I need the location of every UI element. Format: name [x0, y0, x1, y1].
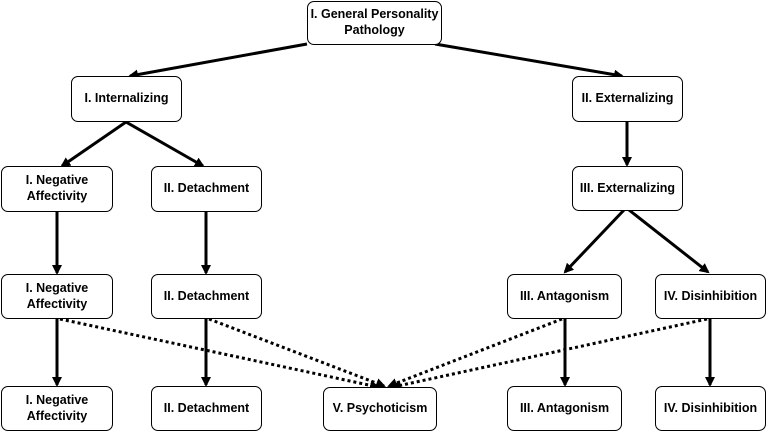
node-antagonism-level5: III. Antagonism	[507, 386, 622, 431]
node-externalizing-level3: III. Externalizing	[572, 166, 683, 211]
node-antagonism-level4: III. Antagonism	[507, 274, 622, 319]
node-negative-affectivity-level4: I. Negative Affectivity	[1, 274, 113, 319]
node-psychoticism-level5: V. Psychoticism	[323, 387, 437, 431]
node-detachment-level5: II. Detachment	[151, 386, 262, 431]
node-disinhibition-level5: IV. Disinhibition	[655, 386, 766, 431]
node-negative-affectivity-level3: I. Negative Affectivity	[1, 166, 113, 212]
node-label: I. Internalizing	[84, 91, 169, 106]
dotted-arrow-disinhibition-to-psychoticism	[391, 317, 708, 391]
node-label: I. Negative Affectivity	[25, 173, 89, 203]
node-detachment-level3: II. Detachment	[151, 166, 262, 212]
node-general-personality-pathology: I. General Personality Pathology	[307, 1, 442, 45]
node-label: III. Antagonism	[519, 288, 610, 303]
arrow-internalizing-to-negative-affectivity	[60, 120, 127, 168]
node-label: II. Detachment	[163, 400, 250, 415]
dotted-arrow-antagonism-to-psychoticism	[387, 317, 563, 388]
node-label: I. Negative Affectivity	[25, 280, 89, 311]
node-externalizing-level2: II. Externalizing	[572, 76, 683, 122]
node-label: II. Detachment	[163, 288, 250, 303]
node-internalizing-level2: I. Internalizing	[71, 76, 182, 122]
node-label: II. Externalizing	[581, 91, 674, 106]
dotted-arrow-detachment-to-psychoticism	[208, 317, 386, 388]
node-label: II. Detachment	[163, 181, 250, 196]
arrow-general-to-internalizing	[128, 42, 308, 80]
node-disinhibition-level4: IV. Disinhibition	[655, 274, 766, 319]
node-label: V. Psychoticism	[332, 401, 428, 416]
dotted-arrow-negative-affectivity-to-psychoticism	[59, 317, 380, 391]
arrow-externalizing-to-disinhibition	[628, 208, 710, 274]
node-label: III. Antagonism	[519, 400, 610, 415]
node-negative-affectivity-level5: I. Negative Affectivity	[1, 386, 113, 431]
arrow-internalizing-to-detachment	[125, 120, 205, 168]
node-label: IV. Disinhibition	[663, 288, 758, 303]
node-label: I. General Personality Pathology	[310, 7, 439, 37]
arrow-general-to-externalizing	[434, 42, 624, 80]
node-label: IV. Disinhibition	[663, 400, 758, 415]
node-detachment-level4: II. Detachment	[151, 274, 262, 319]
arrow-externalizing-to-antagonism	[563, 208, 626, 274]
node-label: III. Externalizing	[579, 180, 676, 195]
node-label: I. Negative Affectivity	[25, 392, 89, 423]
